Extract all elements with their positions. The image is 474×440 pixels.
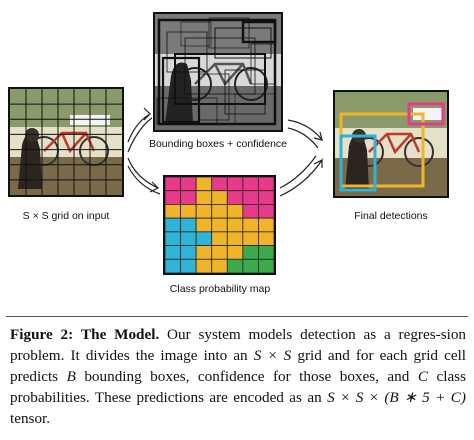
math-sxs: S × S [253,347,292,364]
caption-title: The Model. [81,326,160,343]
caption-text-1: Our system models detection as a regres-… [10,326,467,364]
caption-text-3: bounding boxes, confidence for those box… [84,368,410,385]
boxes-panel [153,12,283,132]
caption-text-4: class probabilities. These predictions a… [10,368,467,406]
caption-text-5: tensor. [10,410,51,427]
math-tensor: S × S × (B ∗ 5 + C) [327,389,466,406]
car-detection-box [407,102,445,126]
grid-input-label: S × S grid on input [22,210,110,222]
arrow-left-to-top [127,107,153,153]
final-image [335,92,447,196]
grid-overlay [10,89,122,195]
arrow-left-to-bottom [127,157,161,195]
arrow-top-to-right [287,119,324,149]
final-detections-panel [333,90,449,198]
class-map-panel [163,175,276,275]
final-detections-label: Final detections [354,210,428,222]
math-c: C [417,368,428,385]
boxes-image [155,14,281,130]
flow-arrows [127,107,324,197]
math-b: B [66,368,76,385]
class-map [165,177,274,273]
caption-text-2: grid and for each grid cell predicts [10,347,467,385]
model-figure: S × S grid on input [8,12,449,295]
figure-caption: Figure 2: The Model. Our system models d… [10,324,466,429]
class-map-label: Class probability map [169,283,271,295]
caption-label: Figure 2: [10,326,74,343]
arrow-bottom-to-right [279,155,323,197]
input-image [10,89,122,195]
input-grid-panel [8,87,124,197]
boxes-confidence-label: Bounding boxes + confidence [148,138,288,150]
predicted-boxes [156,17,277,126]
dog-detection-box [339,134,377,192]
caption-rule [6,316,468,317]
